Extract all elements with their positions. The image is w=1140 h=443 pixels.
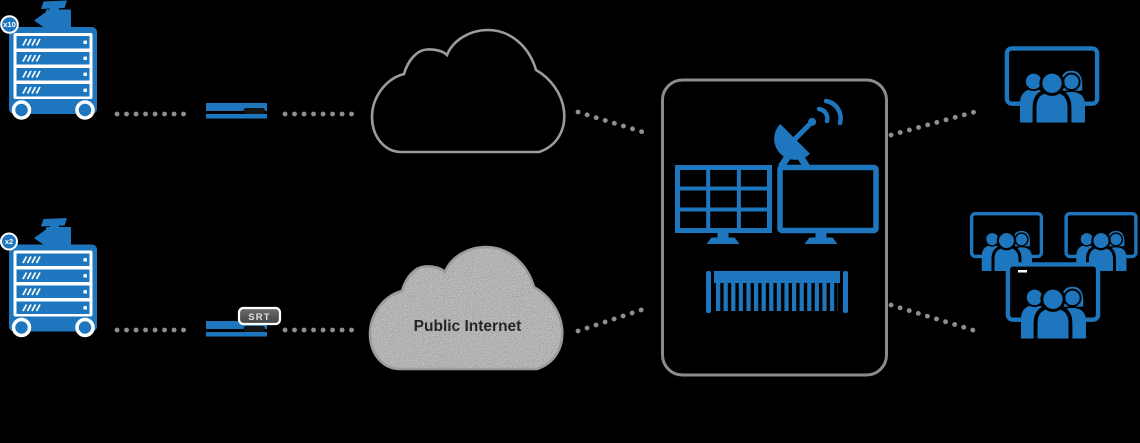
private-network-cloud-icon <box>370 28 566 154</box>
count-badge-top: x10 <box>0 15 19 34</box>
screen-highlight <box>1018 270 1027 273</box>
link-facility-to-audience-cluster <box>888 302 979 334</box>
satellite-dish-icon <box>774 98 843 169</box>
count-badge-bottom-label: x2 <box>5 237 13 246</box>
encoder-appliance-bottom <box>206 321 267 337</box>
public-internet-label: Public Internet <box>414 318 522 335</box>
link-cloud-bottom-to-facility <box>575 305 650 334</box>
count-badge-bottom: x2 <box>0 232 18 251</box>
encoder-appliance-top <box>206 103 267 119</box>
source-rack-top <box>7 0 99 120</box>
display-monitor-icon <box>777 164 879 244</box>
audience-screen-top <box>1007 48 1097 124</box>
public-internet-cloud-icon: Public Internet <box>368 245 564 371</box>
rack-server-icon <box>706 271 848 313</box>
video-wall-icon <box>675 165 772 244</box>
facility-box <box>661 78 888 377</box>
srt-protocol-badge: SRT <box>237 306 282 326</box>
server-vent-fins <box>716 283 838 311</box>
dotted-links <box>114 108 981 334</box>
link-facility-to-audience-top <box>888 108 981 138</box>
link-cloud-top-to-facility <box>575 109 649 136</box>
count-badge-top-label: x10 <box>3 20 16 29</box>
audience-screen-front <box>1008 264 1098 340</box>
source-rack-bottom <box>7 217 99 338</box>
srt-badge-label: SRT <box>248 312 271 323</box>
